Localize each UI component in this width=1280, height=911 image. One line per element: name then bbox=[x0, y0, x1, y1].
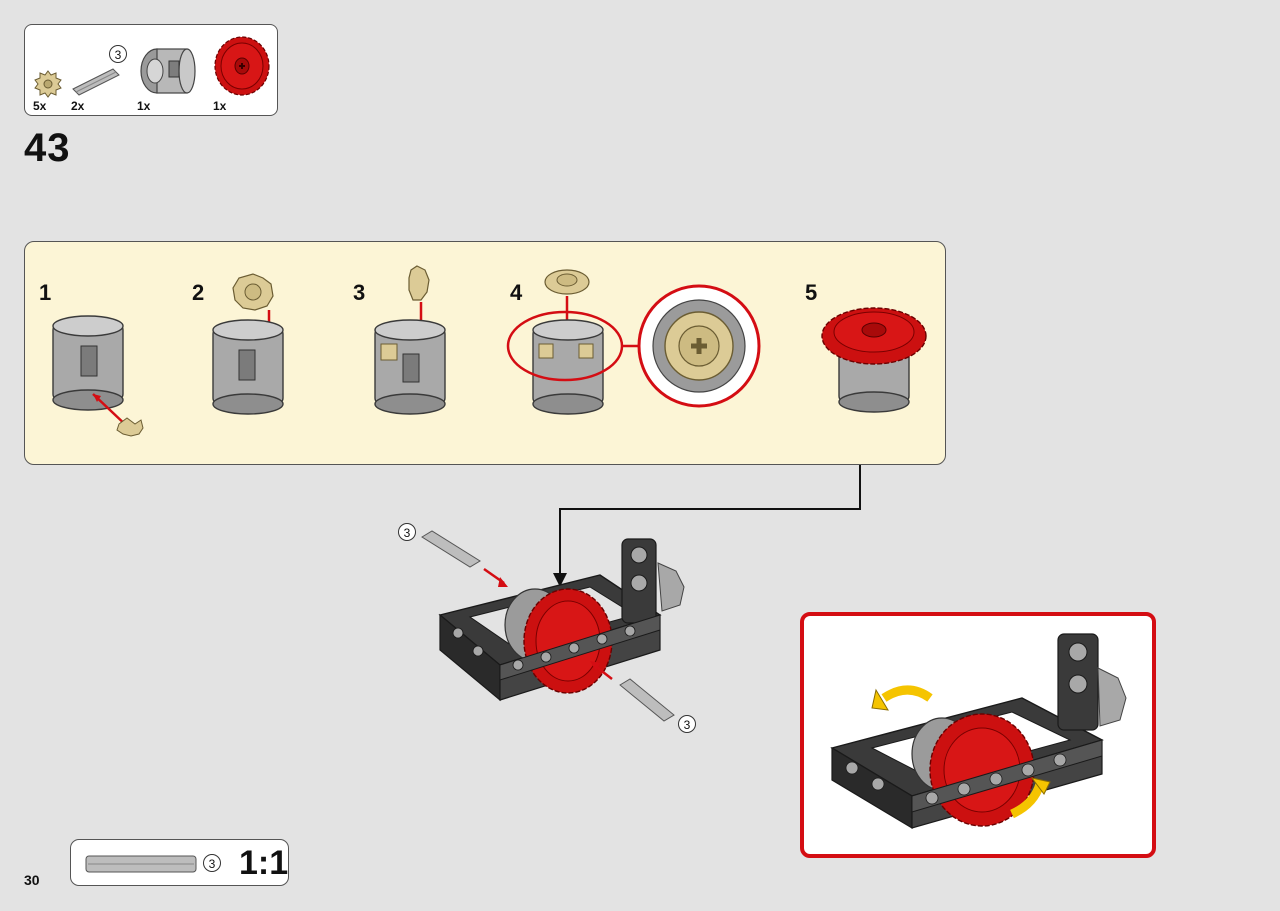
axle-scale-guide: 3 1:1 bbox=[70, 839, 289, 886]
axle-length-badge: 3 bbox=[203, 854, 221, 872]
axle-length-badge-left: 3 bbox=[398, 523, 416, 541]
substep-4-illustration bbox=[506, 269, 761, 415]
part-qty: 1x bbox=[213, 99, 227, 113]
main-assembly-illustration bbox=[421, 530, 685, 722]
rotation-check-illustration bbox=[830, 633, 1127, 830]
part-qty: 1x bbox=[137, 99, 151, 113]
tan-bevel-gear-icon bbox=[34, 70, 62, 98]
substep-label: 3 bbox=[353, 280, 366, 305]
rotation-check-callout bbox=[800, 612, 1156, 858]
part-qty: 2x bbox=[71, 99, 85, 113]
page-number: 30 bbox=[24, 872, 40, 888]
connector-arrow bbox=[553, 465, 861, 587]
step-number: 43 bbox=[24, 126, 71, 170]
substep-label: 1 bbox=[39, 280, 52, 305]
substep-5-illustration bbox=[821, 307, 927, 413]
substep-label: 5 bbox=[805, 280, 818, 305]
scale-ratio: 1:1 bbox=[239, 844, 289, 882]
differential-housing-icon bbox=[140, 48, 196, 94]
parts-list-box: 5x 2x 3 1x 1x bbox=[24, 24, 278, 116]
axle-length-badge-right: 3 bbox=[678, 715, 696, 733]
axle-scale-icon bbox=[85, 855, 197, 873]
substep-3-illustration bbox=[374, 265, 446, 415]
substep-label: 2 bbox=[192, 280, 205, 305]
substep-1-illustration bbox=[52, 315, 144, 437]
subassembly-panel: 1 2 3 4 5 bbox=[24, 241, 946, 465]
part-qty: 5x bbox=[33, 99, 47, 113]
red-gear-icon bbox=[214, 36, 270, 96]
substep-2-illustration bbox=[212, 273, 284, 415]
axle-icon bbox=[72, 68, 120, 96]
substep-label: 4 bbox=[510, 280, 523, 305]
axle-length-badge: 3 bbox=[109, 45, 127, 63]
